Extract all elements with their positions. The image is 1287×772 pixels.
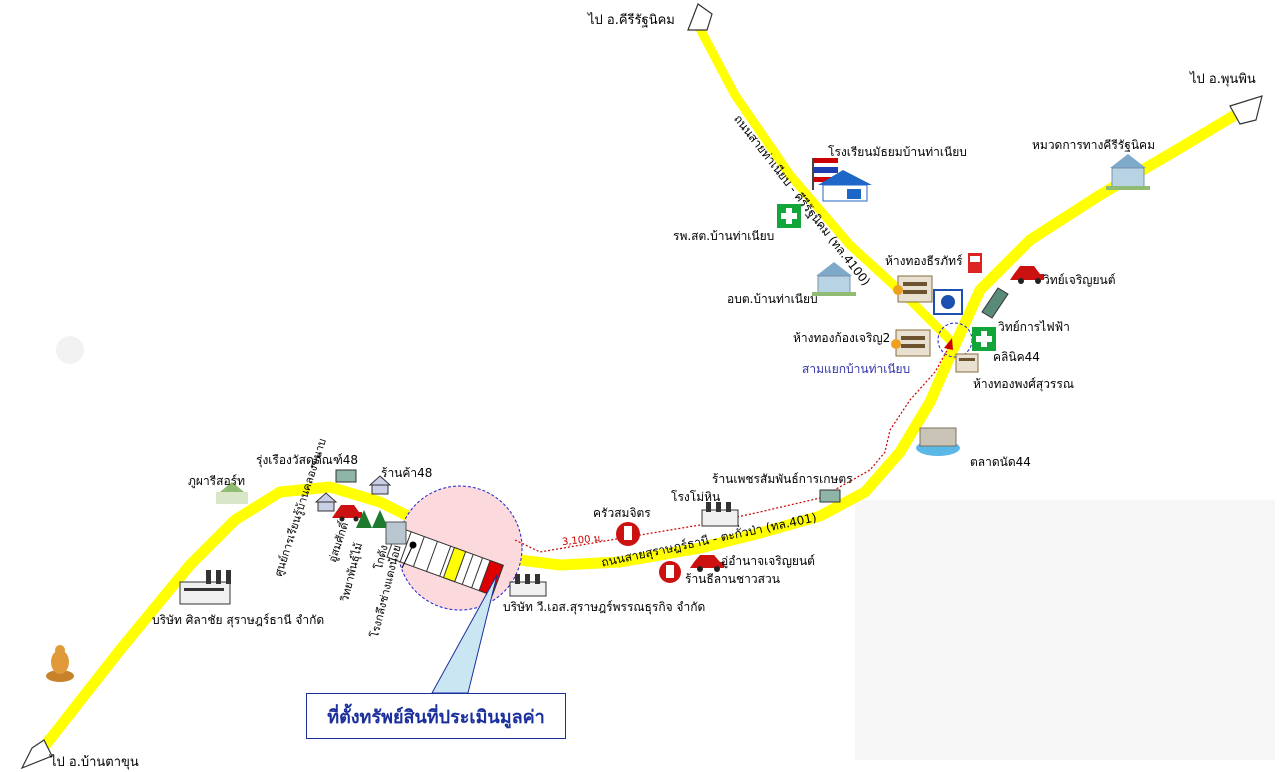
nursery-tree-icon <box>356 510 388 528</box>
school-label: โรงเรียนมัธยมบ้านท่าเนียบ <box>828 145 967 159</box>
market-icon <box>916 427 960 456</box>
gold-thirapat-icon <box>893 275 933 303</box>
road-main-401 <box>34 106 1246 758</box>
warehouse-icon <box>385 521 407 545</box>
rice-mill-icon <box>701 502 739 527</box>
sao-label: อบต.บ้านท่าเนียบ <box>727 292 818 306</box>
factory-vs-icon <box>509 574 547 597</box>
eutham-car-icon <box>332 505 362 522</box>
background-shade <box>855 500 1275 760</box>
factory-sila-label: บริษัท ศิลาชัย สุราษฎร์ธานี จำกัด <box>152 613 325 627</box>
highway-dept-label: หมวดการทางคีรีรัฐนิคม <box>1032 138 1155 152</box>
electric-label: วิทย์การไฟฟ้า <box>998 320 1070 334</box>
wit-charoen-car-icon <box>1010 266 1044 284</box>
gold-phong-label: ห้างทองพงศ์สุวรรณ <box>973 377 1074 391</box>
rungruang-label: รุ่งเรืองวัสดุภัณฑ์48 <box>256 453 359 467</box>
rungruang-icon <box>335 469 357 483</box>
farm-shop-label: ร้านเพชรสัมพันธ์การเกษตร <box>712 472 853 486</box>
direction-north-label: ไป อ.คีรีรัฐนิคม <box>588 13 675 28</box>
clinic-icon <box>972 327 996 351</box>
health-center-icon <box>777 204 801 228</box>
direction-northeast-label: ไป อ.พุนพิน <box>1190 72 1256 87</box>
gold-thirapat-label: ห้างทองธีรภัทร์ <box>885 254 963 268</box>
arrow-north-icon <box>687 3 713 31</box>
service-center-icon <box>314 492 338 512</box>
grill-shop-label: ร้านธีลานชาวสวน <box>685 572 780 586</box>
background-mark <box>56 336 84 364</box>
temple-icon <box>46 645 74 682</box>
rice-mill-label: โรงโม่หิน <box>671 490 721 504</box>
resort-icon <box>216 482 248 504</box>
subject-pointer-line <box>401 544 414 569</box>
arrow-southwest-icon <box>20 739 53 770</box>
distance-arrow-icon <box>944 338 953 350</box>
wit-charoen-label: วิทย์เจริญยนต์ <box>1043 273 1116 287</box>
garage-car-icon <box>690 555 724 572</box>
road-4100 <box>693 20 960 350</box>
junction-label: สามแยกบ้านท่าเนียบ <box>802 362 911 376</box>
school-icon <box>812 158 872 202</box>
health-center-label: รพ.สต.บ้านท่าเนียบ <box>673 229 775 243</box>
farm-shop-icon <box>819 489 841 503</box>
market-label: ตลาดนัด44 <box>970 455 1031 469</box>
kitchen-label: ครัวสมจิตร <box>593 506 651 520</box>
sao-icon <box>812 262 856 296</box>
shop48-label: ร้านค้า48 <box>381 466 433 480</box>
gold-kong-icon <box>891 329 931 357</box>
direction-arrows <box>20 3 1263 770</box>
direction-southwest-label: ไป อ.บ้านตาขุน <box>50 755 139 770</box>
subject-callout: ที่ตั้งทรัพย์สินที่ประเมินมูลค่า <box>306 693 566 739</box>
shop48-icon <box>368 475 392 495</box>
highway-dept-icon <box>1106 154 1150 190</box>
gold-kong-label: ห้างทองก้องเจริญ2 <box>793 331 891 345</box>
logo-icon <box>933 289 963 315</box>
grill-shop-icon <box>659 561 681 583</box>
kitchen-icon <box>616 522 640 546</box>
fuel-icon <box>968 253 982 273</box>
clinic-label: คลินิค44 <box>993 350 1040 364</box>
roads <box>34 20 1246 758</box>
garage-label: อู่อำนาจเจริญยนต์ <box>721 554 815 568</box>
electric-icon <box>981 287 1009 319</box>
arrow-northeast-icon <box>1229 95 1263 125</box>
resort-label: ภูผารีสอร์ท <box>188 474 246 488</box>
gold-phong-icon <box>955 353 979 373</box>
factory-sila-icon <box>179 570 231 605</box>
factory-vs-label: บริษัท วี.เอส.สุราษฎร์พรรณธุรกิจ จำกัด <box>503 600 706 614</box>
